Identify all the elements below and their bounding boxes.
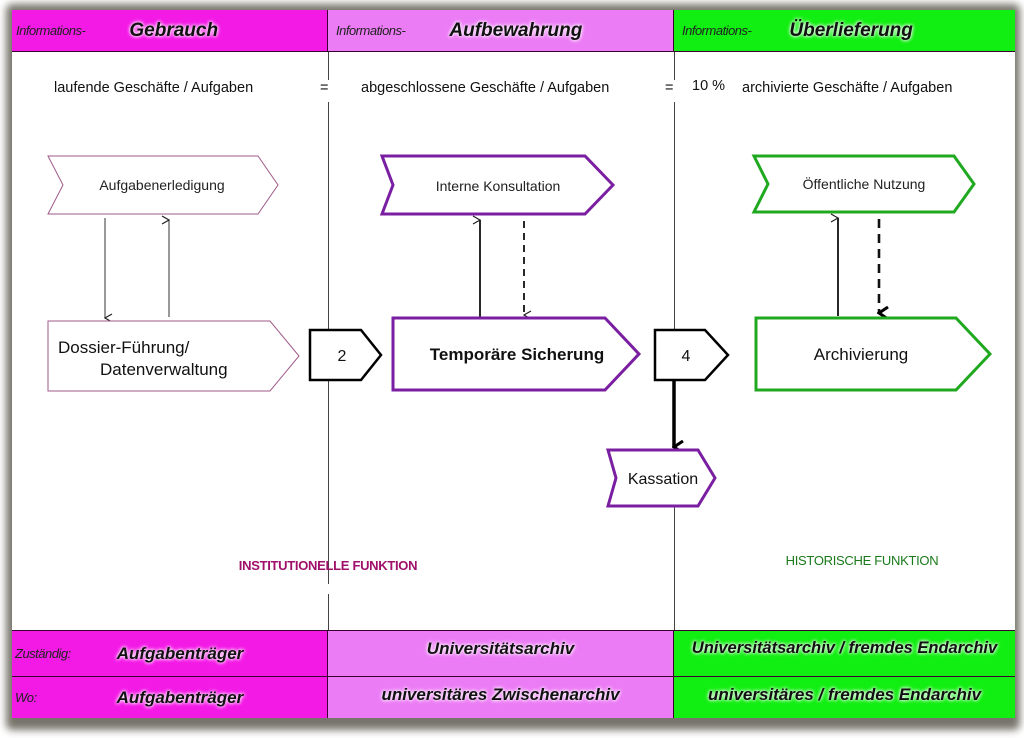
column-divider — [328, 594, 329, 630]
header-title: Aufbewahrung — [449, 19, 583, 41]
footer-value: Aufgabenträger — [116, 643, 244, 663]
shape-aufgabenerledigung: Aufgabenerledigung — [47, 155, 279, 215]
equation-middle: abgeschlossene Geschäfte / Aufgaben — [361, 80, 610, 96]
equation-equals-2: = — [665, 80, 674, 96]
footer-responsible-col1: Zuständig: Aufgabenträger — [12, 630, 328, 677]
shape-label: Interne Konsultation — [436, 178, 561, 194]
shape-label: Temporäre Sicherung — [430, 345, 604, 364]
shape-label: Öffentliche Nutzung — [803, 175, 926, 192]
shape-interne-konsultation: Interne Konsultation — [379, 154, 616, 216]
historical-function-label: HISTORISCHE FUNKTION — [786, 553, 939, 568]
step-4-connector: 4 — [653, 328, 730, 382]
step-label: 2 — [338, 348, 347, 365]
header-title: Überlieferung — [789, 19, 913, 41]
shape-temporaere-sicherung: Temporäre Sicherung — [391, 316, 642, 392]
footer-responsible-col3: Universitätsarchiv / fremdes Endarchiv — [674, 630, 1015, 677]
equation-left: laufende Geschäfte / Aufgaben — [54, 80, 254, 96]
footer-where-col2: universitäres Zwischenarchiv — [328, 677, 674, 718]
footer-where-col3: universitäres / fremdes Endarchiv — [674, 677, 1015, 718]
footer-value: Aufgabenträger — [116, 687, 244, 707]
shape-oeffentliche-nutzung: Öffentliche Nutzung — [751, 154, 976, 214]
flow-diagram: Aufgabenerledigung Dossier-Führung/ Date… — [47, 154, 993, 573]
header-title: Gebrauch — [129, 19, 219, 41]
shape-label: Archivierung — [814, 345, 909, 364]
diagram-frame: Informations- Gebrauch Informations- Auf… — [12, 10, 1015, 718]
header-aufbewahrung: Informations- Aufbewahrung — [328, 10, 674, 52]
header-prefix: Informations- — [682, 23, 752, 38]
footer-value: universitäres Zwischenarchiv — [381, 684, 620, 704]
shape-archivierung: Archivierung — [754, 316, 993, 392]
header-ueberlieferung: Informations- Überlieferung — [674, 10, 1015, 52]
column-divider — [328, 52, 329, 80]
step-label: 4 — [682, 348, 691, 365]
equation-equals-1: = — [320, 80, 329, 96]
column-divider — [674, 52, 675, 80]
footer-value: Universitätsarchiv / fremdes Endarchiv — [691, 639, 998, 657]
shape-label: Kassation — [628, 471, 698, 488]
footer-where-col1: Wo: Aufgabenträger — [12, 677, 328, 718]
shape-label: Datenverwaltung — [100, 360, 228, 379]
equation-percent: 10 % — [692, 78, 726, 94]
footer-row-label: Zuständig: — [15, 646, 71, 661]
institutional-function-label: INSTITUTIONELLE FUNKTION — [239, 558, 417, 573]
footer-value: Universitätsarchiv — [426, 638, 575, 658]
footer-value: universitäres / fremdes Endarchiv — [707, 684, 982, 704]
shape-label: Dossier-Führung/ — [58, 338, 190, 357]
header-prefix: Informations- — [336, 23, 406, 38]
footer-row-label: Wo: — [15, 690, 37, 705]
header-prefix: Informations- — [16, 23, 86, 38]
equation-right: archivierte Geschäfte / Aufgaben — [742, 80, 953, 96]
shape-dossier-fuehrung: Dossier-Führung/ Datenverwaltung — [47, 320, 300, 392]
shape-kassation: Kassation — [606, 448, 717, 508]
header-gebrauch: Informations- Gebrauch — [12, 10, 328, 52]
step-2-connector: 2 — [308, 328, 383, 382]
footer-responsible-col2: Universitätsarchiv — [328, 630, 674, 677]
shape-label: Aufgabenerledigung — [99, 177, 224, 193]
